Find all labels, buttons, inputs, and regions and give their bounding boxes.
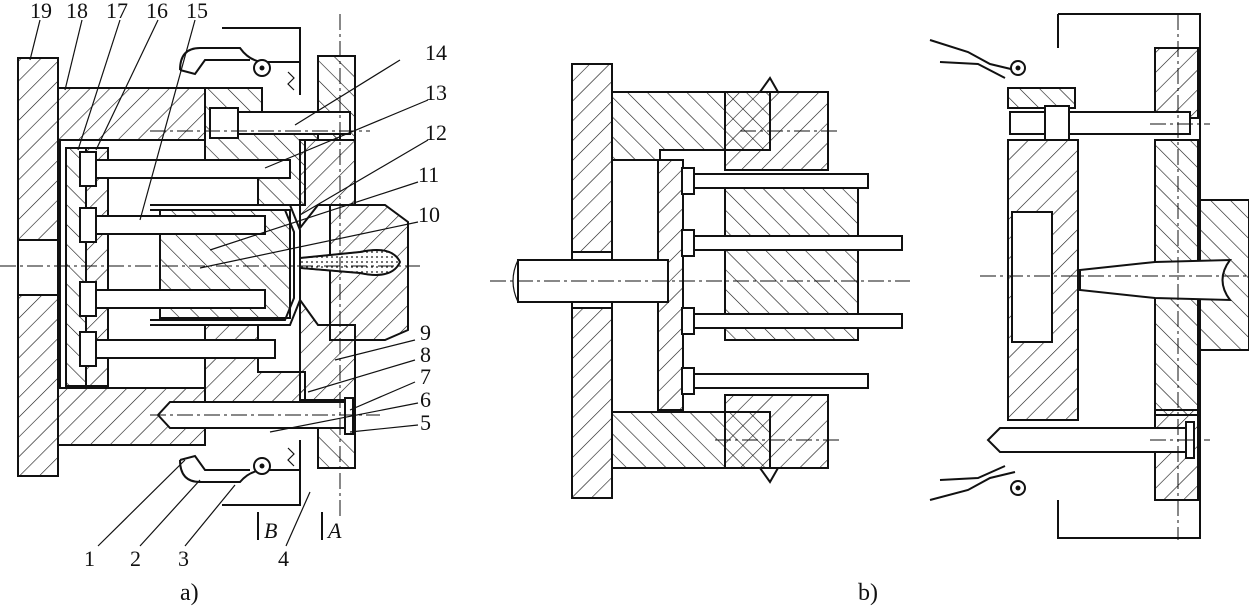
callout-1: 1 — [84, 546, 95, 571]
figure-b-drawing — [490, 63, 910, 499]
figure-a-caption: a) — [180, 580, 199, 606]
callout-13: 13 — [425, 80, 447, 105]
callout-5: 5 — [420, 410, 431, 435]
callout-8: 8 — [420, 342, 431, 367]
callout-14: 14 — [425, 40, 447, 65]
figure-b-opened-mold — [929, 13, 1249, 540]
callout-6: 6 — [420, 387, 431, 412]
callout-7: 7 — [420, 364, 431, 389]
callout-17: 17 — [106, 0, 128, 23]
callout-9: 9 — [420, 320, 431, 345]
callout-3: 3 — [178, 546, 189, 571]
callout-18: 18 — [66, 0, 88, 23]
callout-4: 4 — [278, 546, 289, 571]
callout-15: 15 — [186, 0, 208, 23]
callout-11: 11 — [418, 162, 439, 187]
section-label-b: B — [264, 518, 277, 543]
callout-16: 16 — [146, 0, 168, 23]
callout-2: 2 — [130, 546, 141, 571]
figure-a-drawing — [0, 14, 429, 547]
figure-b-caption: b) — [858, 580, 878, 606]
callout-10: 10 — [418, 202, 440, 227]
callout-12: 12 — [425, 120, 447, 145]
section-label-a: A — [326, 518, 342, 543]
callout-19: 19 — [30, 0, 52, 23]
